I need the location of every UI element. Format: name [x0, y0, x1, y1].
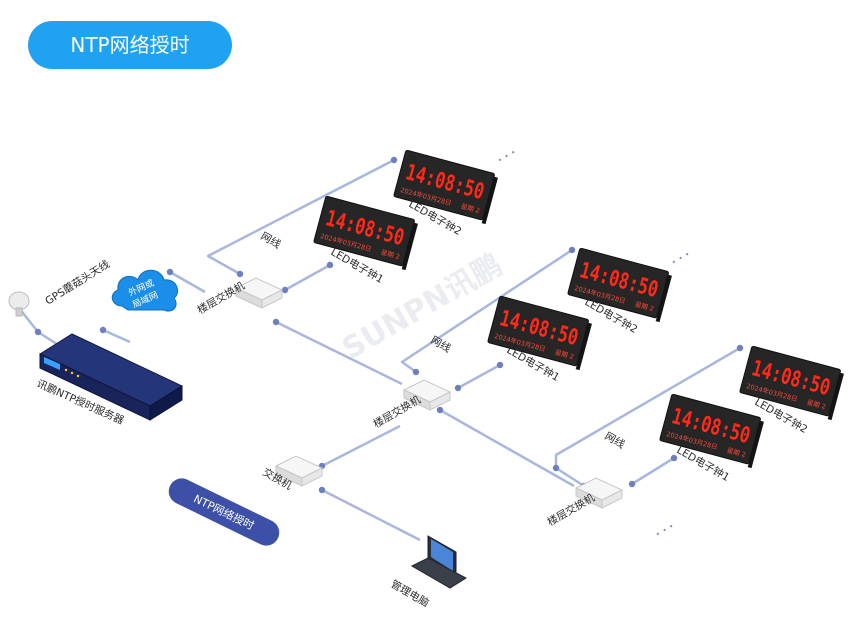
ntp-badge: NTP网络授时 [168, 478, 280, 546]
cloud-icon [111, 269, 179, 312]
line-switch2-clockB1 [457, 363, 501, 390]
line-switch1-clock1 [284, 263, 331, 292]
led-clock-c2 [738, 345, 846, 421]
led-clock-a1 [312, 195, 420, 271]
admin-pc-label: 管理电脑 [389, 577, 432, 609]
floor-switch-2-label: 楼层交换机 [371, 393, 423, 431]
floor-switch-3-label: 楼层交换机 [545, 491, 597, 529]
line-cloud-switch1 [169, 270, 206, 294]
led-clock-b1 [486, 295, 594, 371]
line-switch3-clockC1 [631, 456, 675, 486]
floor-switch-1-icon [235, 277, 283, 309]
more-devices-ellipsis-1: · · · [496, 147, 519, 167]
led-clock-b2 [566, 247, 674, 323]
line-switch2-clockB2 [400, 248, 573, 374]
line-switch1-switch2 [275, 320, 403, 386]
line-switch1-clock2 [206, 158, 395, 276]
line-switch3-clockC2 [554, 346, 741, 488]
page-title: NTP网络授时 [28, 21, 232, 69]
led-clock-a2 [392, 149, 500, 225]
more-devices-ellipsis-2: · · · [670, 249, 693, 269]
network-cable-label-3: 网线 [603, 429, 628, 451]
connection-lines [18, 158, 741, 542]
gps-antenna-icon [8, 291, 30, 317]
more-devices-ellipsis-3: · · · [654, 521, 677, 541]
gps-antenna-label: GPS蘑菇头天线 [43, 257, 113, 307]
network-cable-label-1: 网线 [259, 229, 284, 251]
line-server-cloud [102, 328, 131, 344]
laptop-icon [410, 535, 468, 589]
line-switch4-pc [321, 488, 421, 542]
line-switch2-switch4 [321, 424, 401, 468]
ntp-server-icon [38, 333, 184, 421]
line-switch2-switch3 [439, 408, 575, 488]
connection-nodes [34, 156, 744, 494]
line-antenna-server [18, 307, 61, 348]
